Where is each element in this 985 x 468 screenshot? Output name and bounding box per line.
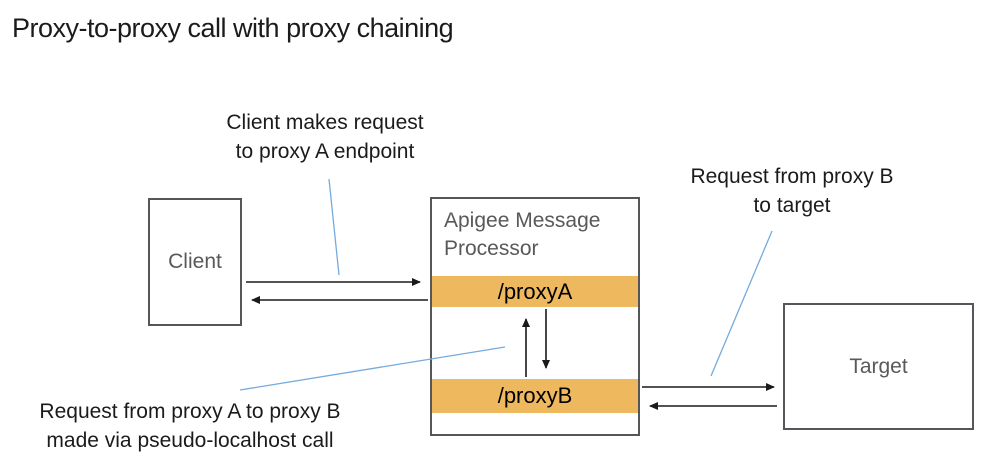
proxy-a-endpoint-bar: /proxyA [432, 276, 638, 307]
annotation-proxya-to-proxyb: Request from proxy A to proxy B made via… [39, 400, 341, 452]
apigee-message-processor-box: Apigee Message Processor /proxyA /proxyB [430, 197, 640, 436]
client-box: Client [148, 198, 242, 326]
annotation-client-request: Client makes request to proxy A endpoint [226, 111, 424, 163]
target-box: Target [783, 303, 974, 430]
target-box-label: Target [849, 354, 908, 378]
diagram-title: Proxy-to-proxy call with proxy chaining [12, 13, 454, 43]
annotation-proxyb-to-target: Request from proxy B to target [690, 165, 894, 217]
apigee-box-title: Apigee Message Processor [444, 209, 601, 260]
proxy-b-endpoint-bar: /proxyB [432, 379, 638, 413]
client-box-label: Client [168, 250, 222, 273]
leader-line-proxyb-to-target [710, 230, 773, 377]
leader-line-client-request [328, 178, 340, 276]
